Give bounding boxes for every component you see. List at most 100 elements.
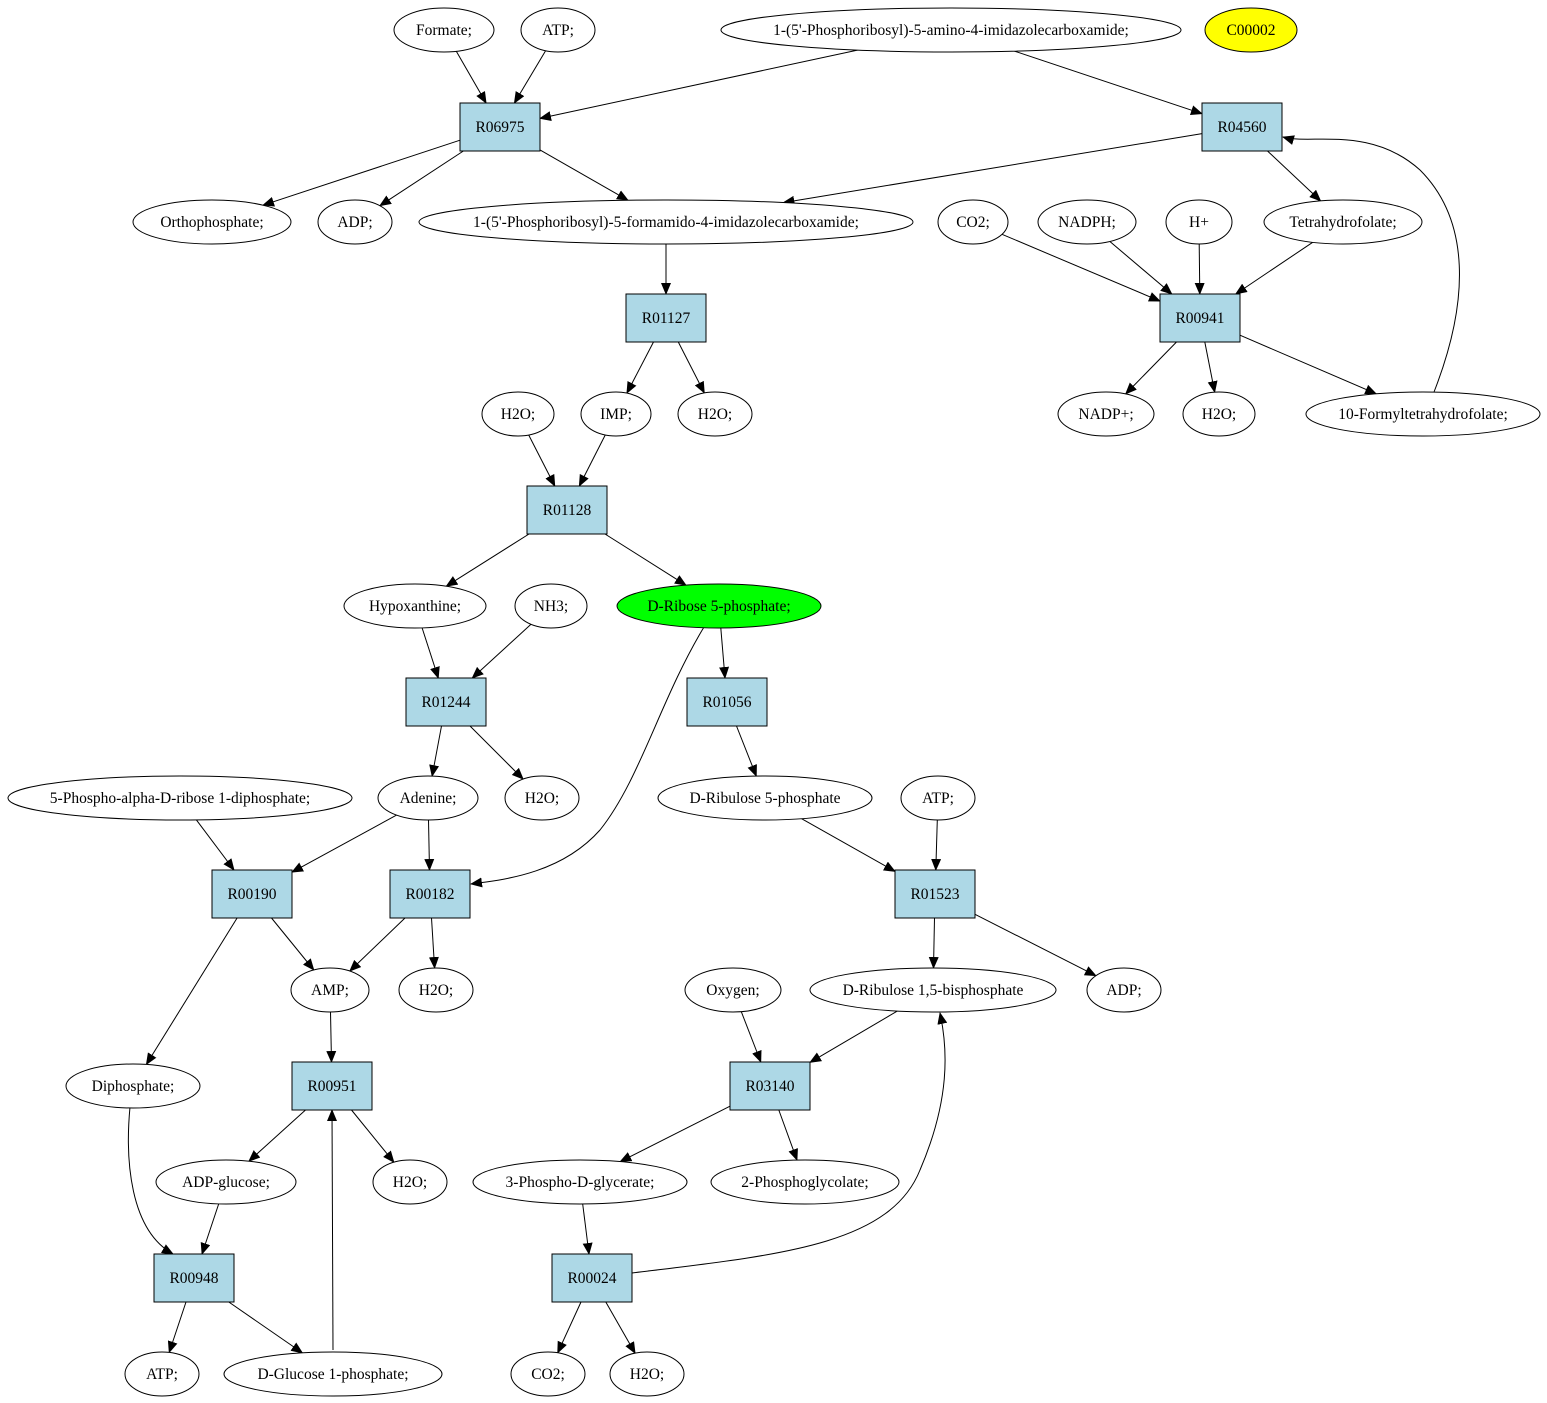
reaction-node-r01056[interactable]: R01056 (686, 677, 768, 727)
compound-node-atp-bot[interactable]: ATP; (124, 1351, 200, 1397)
compound-node-h2o-a[interactable]: H2O; (481, 391, 555, 437)
reaction-node-r00951[interactable]: R00951 (291, 1061, 373, 1111)
compound-node-h2o-g[interactable]: H2O; (609, 1351, 685, 1397)
reaction-node-r04560[interactable]: R04560 (1201, 102, 1283, 152)
node-label: H2O; (393, 1174, 427, 1191)
reaction-node-r00182[interactable]: R00182 (389, 869, 471, 919)
edge-r00190-to-diphosphate (145, 917, 238, 1066)
reaction-node-r06975[interactable]: R06975 (459, 102, 541, 152)
edge-r00182-to-amp (349, 917, 406, 972)
node-label: ATP; (542, 22, 574, 39)
node-label: H+ (1189, 214, 1209, 231)
node-label: Tetrahydrofolate; (1289, 214, 1396, 231)
compound-node-adpglucose[interactable]: ADP-glucose; (155, 1159, 297, 1205)
compound-node-paica[interactable]: 1-(5'-Phosphoribosyl)-5-amino-4-imidazol… (720, 7, 1182, 53)
compound-node-adenine[interactable]: Adenine; (377, 775, 479, 821)
reaction-node-r01128[interactable]: R01128 (526, 485, 608, 535)
edge-r00182-to-h2o-e (428, 917, 439, 969)
compound-node-adp-1[interactable]: ADP; (317, 199, 393, 245)
reaction-box (551, 1253, 633, 1303)
reaction-node-r00948[interactable]: R00948 (153, 1253, 235, 1303)
compound-node-h2o-d[interactable]: H2O; (504, 775, 580, 821)
node-label: D-Ribulose 5-phosphate (689, 790, 840, 807)
compound-node-h2o-f[interactable]: H2O; (372, 1159, 448, 1205)
compound-node-pglycolate[interactable]: 2-Phosphoglycolate; (710, 1159, 900, 1205)
node-label: H2O; (698, 406, 732, 423)
compound-ellipse (514, 583, 588, 629)
reaction-node-r01523[interactable]: R01523 (894, 869, 976, 919)
compound-node-g1p[interactable]: D-Glucose 1-phosphate; (223, 1351, 443, 1397)
compound-node-nadp[interactable]: NADP+; (1057, 391, 1155, 437)
reaction-node-r01127[interactable]: R01127 (625, 293, 707, 343)
edge-r00948-to-g1p (228, 1301, 304, 1354)
node-label: NADP+; (1078, 406, 1133, 423)
edge-diphosphate-to-r00948 (127, 1106, 174, 1255)
node-label: AMP; (311, 982, 349, 999)
edge-r01127-to-imp (626, 341, 654, 394)
compound-ellipse (290, 967, 370, 1013)
compound-node-orthophosphate[interactable]: Orthophosphate; (132, 199, 292, 245)
edge-adenine-to-r00190 (291, 814, 397, 873)
node-label: 3-Phospho-D-glycerate; (506, 1174, 655, 1191)
reaction-node-r00190[interactable]: R00190 (211, 869, 293, 919)
edge-r06975-to-orthophosphate (262, 139, 461, 207)
edge-paica-to-r04560 (1014, 50, 1203, 115)
compound-node-hypoxanthine[interactable]: Hypoxanthine; (343, 583, 487, 629)
compound-node-atp-mid[interactable]: ATP; (900, 775, 976, 821)
compound-node-rubp[interactable]: D-Ribulose 1,5-bisphosphate (809, 967, 1057, 1013)
edge-oxygen-to-r03140 (740, 1011, 762, 1063)
compound-ellipse (343, 583, 487, 629)
compound-node-r5p[interactable]: D-Ribose 5-phosphate; (616, 583, 822, 629)
node-label: R01128 (543, 502, 592, 519)
compound-node-co2-top[interactable]: CO2; (937, 199, 1009, 245)
reaction-node-r00941[interactable]: R00941 (1159, 293, 1241, 343)
compound-node-h2o-e[interactable]: H2O; (398, 967, 474, 1013)
node-label: H2O; (419, 982, 453, 999)
compound-node-imp[interactable]: IMP; (580, 391, 652, 437)
compound-node-formate[interactable]: Formate; (393, 7, 495, 53)
compound-node-pga[interactable]: 3-Phospho-D-glycerate; (472, 1159, 688, 1205)
compound-ellipse (155, 1159, 297, 1205)
edge-co2-top-to-r00941 (1001, 233, 1161, 302)
compound-node-atp-top[interactable]: ATP; (520, 7, 596, 53)
compound-node-nh3[interactable]: NH3; (514, 583, 588, 629)
compound-ellipse (684, 967, 782, 1013)
compound-node-co2-bot[interactable]: CO2; (510, 1351, 586, 1397)
compound-node-fthf[interactable]: 10-Formyltetrahydrofolate; (1305, 391, 1541, 437)
compound-node-thf[interactable]: Tetrahydrofolate; (1263, 199, 1423, 245)
compound-node-pfica[interactable]: 1-(5'-Phosphoribosyl)-5-formamido-4-imid… (418, 199, 914, 245)
compound-node-nadph[interactable]: NADPH; (1037, 199, 1137, 245)
compound-ellipse (1305, 391, 1541, 437)
reaction-node-r00024[interactable]: R00024 (551, 1253, 633, 1303)
node-label: R03140 (745, 1078, 794, 1095)
compound-node-diphosphate[interactable]: Diphosphate; (65, 1063, 201, 1109)
edge-g1p-to-r00951 (327, 1109, 338, 1351)
compound-ellipse (372, 1159, 448, 1205)
compound-node-prpp[interactable]: 5-Phospho-alpha-D-ribose 1-diphosphate; (7, 775, 353, 821)
compound-node-h2o-b[interactable]: H2O; (677, 391, 753, 437)
edge-adpglucose-to-r00948 (200, 1203, 220, 1255)
reaction-node-r01244[interactable]: R01244 (405, 677, 487, 727)
edge-r01523-to-adp-2 (974, 913, 1097, 977)
node-label: Oxygen; (706, 982, 759, 999)
compound-node-oxygen[interactable]: Oxygen; (684, 967, 782, 1013)
compound-ellipse (132, 199, 292, 245)
node-label: D-Ribulose 1,5-bisphosphate (843, 982, 1024, 999)
edge-atp-mid-to-r01523 (931, 819, 942, 871)
node-label: 2-Phosphoglycolate; (741, 1174, 868, 1191)
edge-thf-to-r00941 (1234, 241, 1313, 295)
compound-node-amp[interactable]: AMP; (290, 967, 370, 1013)
compound-node-c00002[interactable]: C00002 (1204, 7, 1298, 53)
reaction-box (211, 869, 293, 919)
node-label: 5-Phospho-alpha-D-ribose 1-diphosphate; (50, 790, 310, 807)
edge-paica-to-r06975 (539, 49, 858, 121)
node-label: H2O; (1202, 406, 1236, 423)
compound-ellipse (1182, 391, 1256, 437)
compound-node-h2o-c[interactable]: H2O; (1182, 391, 1256, 437)
compound-ellipse (809, 967, 1057, 1013)
reaction-node-r03140[interactable]: R03140 (729, 1061, 811, 1111)
compound-node-ru5p[interactable]: D-Ribulose 5-phosphate (657, 775, 873, 821)
compound-node-adp-2[interactable]: ADP; (1086, 967, 1162, 1013)
compound-node-hplus[interactable]: H+ (1165, 199, 1233, 245)
